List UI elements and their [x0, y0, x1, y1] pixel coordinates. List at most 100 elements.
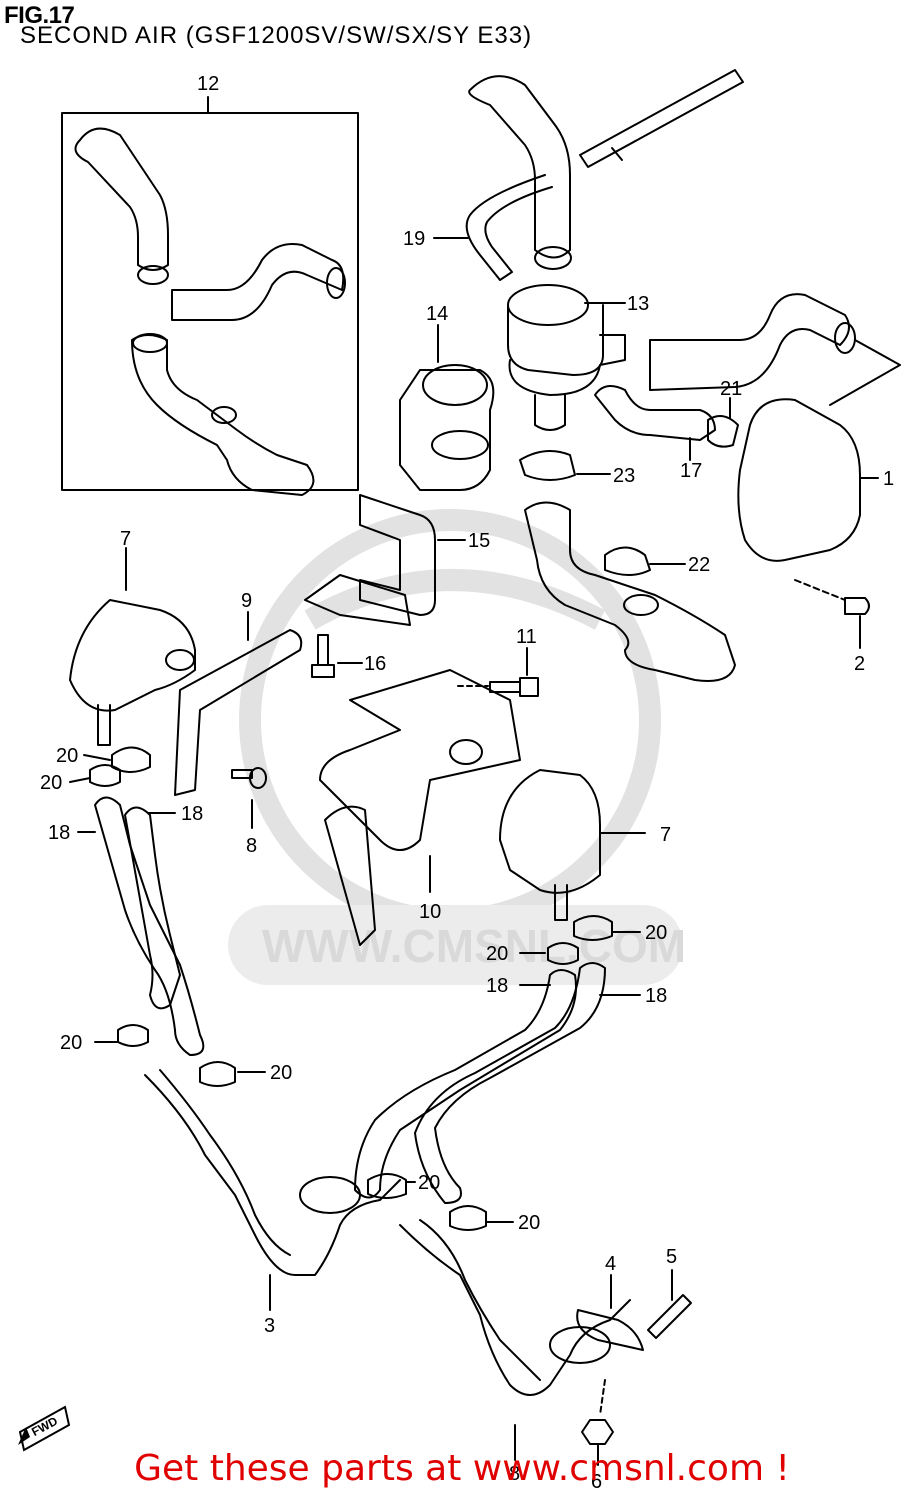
bolt-11	[489, 681, 521, 693]
leader-20a	[83, 754, 111, 761]
pipe-3-b	[159, 1069, 291, 1256]
callout-11: 11	[516, 626, 537, 648]
watermark-band	[228, 905, 683, 985]
clamp-20e	[573, 915, 613, 941]
hose-elbow	[524, 501, 736, 682]
dashline-2	[794, 579, 846, 601]
hose-18-left-a	[94, 796, 205, 1056]
callout-20b: 20	[40, 772, 62, 794]
clamp-22	[604, 546, 651, 576]
callout-9: 9	[241, 590, 252, 612]
callout-14: 14	[426, 303, 448, 325]
callout-16: 16	[364, 653, 386, 675]
promo-banner[interactable]: Get these parts at www.cmsnl.com !	[134, 1448, 790, 1489]
clamp-21	[707, 415, 739, 448]
hose-right-end	[834, 322, 856, 354]
hose-12b-end	[326, 267, 346, 299]
watermark-logo	[239, 509, 661, 931]
pipe-lower-flange	[549, 1326, 611, 1364]
bracket-14-ring	[422, 364, 488, 406]
watermark-text: WWW.CMSNL.COM	[262, 920, 686, 972]
callout-3: 3	[264, 1315, 275, 1337]
clamp-20h	[449, 1205, 487, 1231]
callout-8b: 8	[509, 1463, 520, 1485]
kit-box-12	[61, 112, 359, 491]
hose-18-left-b	[124, 806, 181, 1010]
clamp-20c	[117, 1024, 149, 1047]
valve-7-left-stem	[97, 704, 111, 746]
valve-13-cap	[507, 284, 589, 326]
callout-4: 4	[605, 1253, 616, 1275]
callout-21: 21	[720, 378, 742, 400]
bolt-16-head	[311, 664, 335, 678]
screw-2	[844, 597, 870, 615]
callout-13: 13	[627, 293, 649, 315]
valve-7-left-port	[165, 649, 195, 671]
callout-1: 1	[883, 468, 894, 490]
bolt-16	[317, 634, 329, 666]
tube-19	[465, 174, 553, 281]
hose-12a	[74, 127, 169, 271]
bracket-15	[359, 494, 436, 616]
valve-13-base	[508, 334, 626, 396]
valve-7-left	[69, 599, 196, 712]
callout-20h: 20	[518, 1212, 540, 1234]
valve-13-body	[507, 304, 604, 376]
hose-elbow-end	[623, 594, 659, 616]
callout-labels: 12 19 13 14 21 1 17 23 15 22 7 9 11 16 2…	[40, 73, 894, 1493]
hose-top	[468, 75, 571, 259]
tube-break	[611, 147, 623, 161]
callout-18c: 18	[486, 975, 508, 997]
gasket-4	[576, 1309, 644, 1351]
callout-18d: 18	[645, 985, 667, 1007]
nut-6	[581, 1419, 614, 1445]
callout-22: 22	[688, 554, 710, 576]
tube-long	[579, 69, 744, 168]
figure-number: FIG.17	[4, 2, 75, 29]
hose-top-end	[534, 246, 572, 270]
callout-7b: 7	[660, 824, 671, 846]
hose-12a-end	[137, 265, 169, 285]
callout-5: 5	[666, 1246, 677, 1268]
callout-20a: 20	[56, 745, 78, 767]
callout-6: 6	[591, 1471, 602, 1493]
hose-18-right-a	[354, 969, 577, 1199]
clamp-20b	[89, 764, 121, 787]
bracket-10-hole	[449, 739, 483, 765]
bracket-10	[319, 669, 521, 851]
hose-17	[594, 385, 716, 441]
figure-title: SECOND AIR (GSF1200SV/SW/SX/SY E33)	[20, 22, 533, 49]
hose-18-right-b	[414, 962, 606, 1204]
clamp-20g	[367, 1173, 407, 1199]
fwd-marker: FWD	[18, 1405, 71, 1452]
callout-2: 2	[854, 653, 865, 675]
bracket-15-foot	[304, 574, 411, 626]
valve-13-outlet	[534, 394, 566, 431]
callout-7a: 7	[120, 528, 131, 550]
bracket-10-arm	[324, 805, 376, 946]
clamp-23	[519, 450, 576, 481]
bracket-14-ring2	[431, 430, 489, 460]
bracket-14	[399, 369, 495, 491]
callout-20f: 20	[486, 943, 508, 965]
gasket-9	[174, 629, 303, 796]
callout-20g: 20	[418, 1172, 440, 1194]
hose-12c	[131, 334, 315, 496]
clamp-20f	[547, 942, 579, 965]
callout-18a: 18	[48, 822, 70, 844]
hose-12c-end2	[211, 406, 237, 424]
callout-20d: 20	[270, 1062, 292, 1084]
leader-20b	[69, 777, 91, 783]
callout-12: 12	[197, 73, 219, 95]
callout-17: 17	[680, 460, 702, 482]
pipe-lower-b	[419, 1219, 541, 1381]
screw-8-head	[249, 767, 267, 789]
pipe-3	[144, 1074, 401, 1276]
valve-7-right-stem	[554, 884, 568, 921]
callout-10: 10	[419, 901, 441, 923]
screw-8	[231, 769, 253, 779]
cover-1	[737, 398, 861, 562]
callout-20c: 20	[60, 1032, 82, 1054]
hose-right	[649, 293, 850, 391]
callout-23: 23	[613, 465, 635, 487]
